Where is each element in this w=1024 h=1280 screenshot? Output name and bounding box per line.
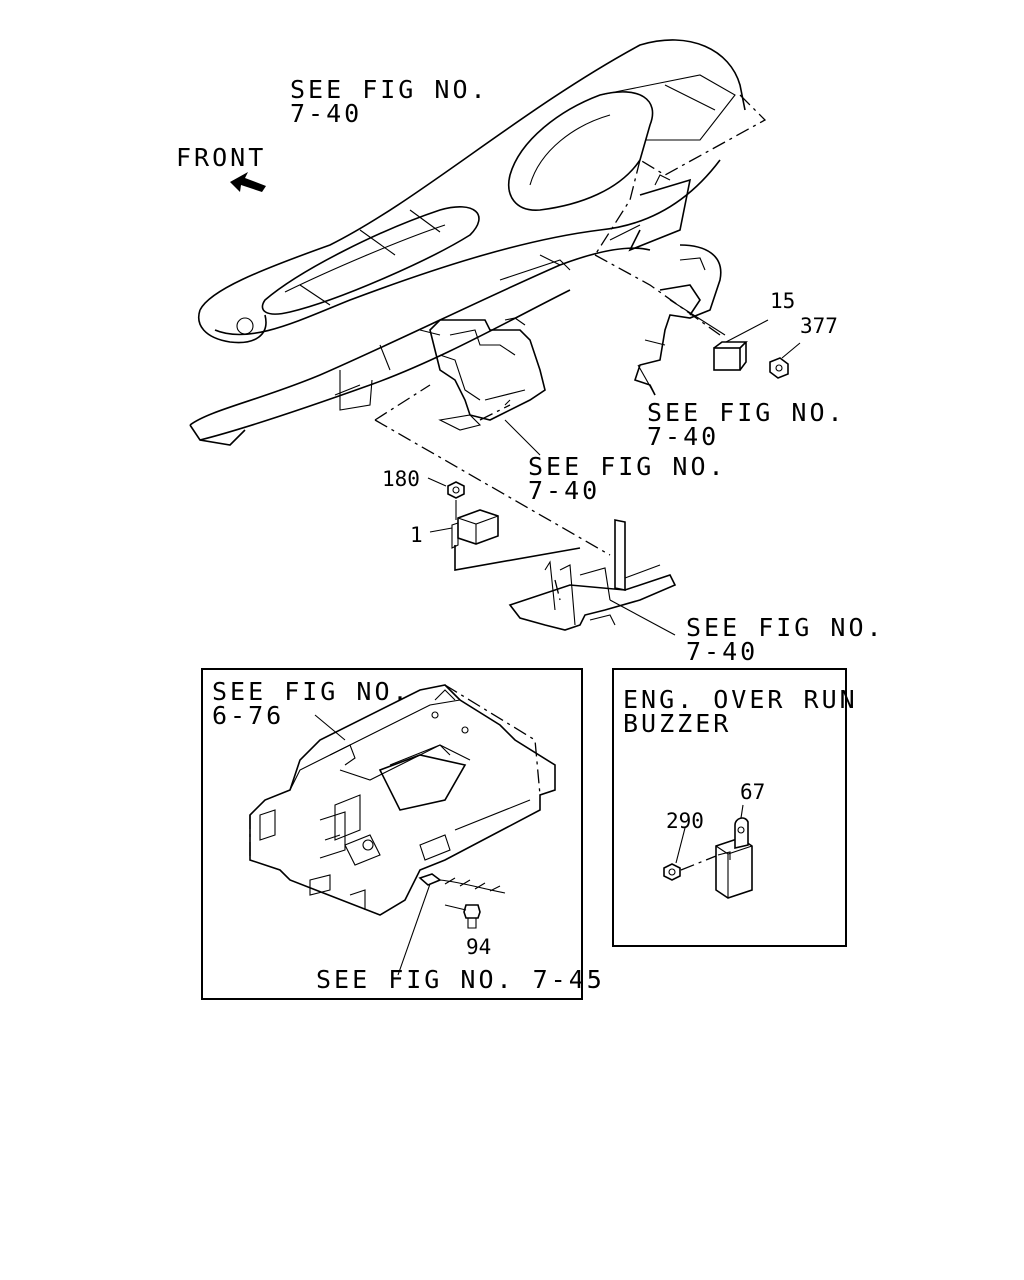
dashboard-panel bbox=[189, 39, 767, 446]
ref-lower-right-text: SEE FIG NO. 7-40 bbox=[686, 613, 885, 666]
ref-bracket-center: SEE FIG NO. 7-40 bbox=[528, 452, 727, 505]
center-bracket bbox=[429, 317, 546, 431]
lower-bracket bbox=[508, 519, 677, 636]
part-number-180: 180 bbox=[382, 467, 420, 491]
ref-console: SEE FIG NO. 6-76 bbox=[212, 677, 411, 730]
right-bracket bbox=[633, 244, 726, 396]
console-inset-box bbox=[201, 668, 583, 1000]
ref-bracket-center-text: SEE FIG NO. 7-40 bbox=[528, 452, 727, 505]
console-switch-cable bbox=[397, 873, 506, 976]
buzzer-title-text: ENG. OVER RUN BUZZER bbox=[623, 685, 858, 738]
console-assembly bbox=[249, 684, 556, 916]
buzzer-component bbox=[715, 804, 753, 899]
ref-dash-top: SEE FIG NO. 7-40 bbox=[290, 75, 489, 128]
ref-dash-top-text: SEE FIG NO. 7-40 bbox=[290, 75, 489, 128]
screw-94-icon bbox=[444, 904, 481, 929]
nut-377-icon bbox=[769, 342, 801, 379]
ref-bracket-right: SEE FIG NO. 7-40 bbox=[647, 398, 846, 451]
front-label: FRONT bbox=[176, 143, 267, 172]
front-arrow-icon bbox=[230, 172, 266, 192]
controller-unit bbox=[429, 500, 499, 549]
nut-290-icon bbox=[663, 827, 717, 881]
part-number-377: 377 bbox=[800, 314, 838, 338]
ref-console-bottom: SEE FIG NO. 7-45 bbox=[316, 965, 605, 994]
part-number-67: 67 bbox=[740, 780, 766, 804]
part-number-15: 15 bbox=[770, 289, 796, 313]
ref-console-text: SEE FIG NO. 6-76 bbox=[212, 677, 411, 730]
nut-180-icon bbox=[427, 477, 465, 499]
buzzer-inset-box bbox=[612, 668, 847, 947]
relay-component bbox=[713, 319, 769, 371]
buzzer-title: ENG. OVER RUN BUZZER bbox=[623, 685, 858, 738]
part-number-1: 1 bbox=[410, 523, 423, 547]
part-number-290: 290 bbox=[666, 809, 704, 833]
part-number-94: 94 bbox=[466, 935, 492, 959]
ref-lower-right: SEE FIG NO. 7-40 bbox=[686, 613, 885, 666]
ref-bracket-right-text: SEE FIG NO. 7-40 bbox=[647, 398, 846, 451]
